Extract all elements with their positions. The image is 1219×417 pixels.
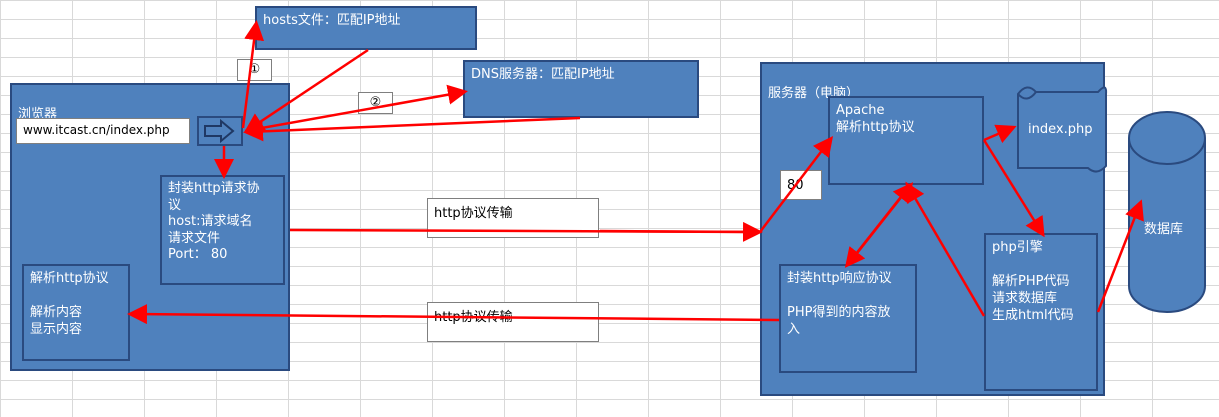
php-engine-box: php引擎 解析PHP代码 请求数据库 生成html代码: [984, 233, 1098, 391]
arrow-php-to-db: [1096, 199, 1144, 313]
http-transfer-label-bottom: http协议传输: [427, 302, 599, 342]
browser-parse-box: 解析http协议 解析内容 显示内容: [22, 264, 130, 361]
arrow-apache-to-file: [983, 124, 1017, 144]
arrow-to-dns: [244, 84, 468, 133]
database-cylinder: 数据库: [1127, 110, 1207, 314]
arrow-apache-to-php: [982, 139, 1045, 238]
arrow-php-to-apache: [905, 181, 986, 317]
database-label: 数据库: [1144, 222, 1184, 237]
url-address-field[interactable]: www.itcast.cn/index.php: [16, 118, 190, 144]
index-php-file-shape: index.php: [1012, 82, 1108, 176]
step-1-marker: ①: [237, 59, 272, 81]
response-encapsulation-box: 封装http响应协议 PHP得到的内容放 入: [779, 264, 917, 373]
arrow-hosts-return: [243, 48, 369, 133]
arrow-response-to-browser: [127, 304, 780, 325]
arrow-to-hosts: [241, 20, 265, 129]
go-arrow-icon[interactable]: [197, 116, 243, 146]
arrow-request-to-server-port: [599, 221, 763, 242]
arrow-request-to-server: [289, 136, 834, 234]
arrow-dns-return: [243, 116, 581, 142]
hosts-file-box: hosts文件：匹配IP地址: [255, 6, 477, 50]
arrow-response-to-apache: [849, 182, 914, 263]
apache-box: Apache 解析http协议: [828, 96, 984, 185]
index-php-label: index.php: [1028, 122, 1093, 137]
